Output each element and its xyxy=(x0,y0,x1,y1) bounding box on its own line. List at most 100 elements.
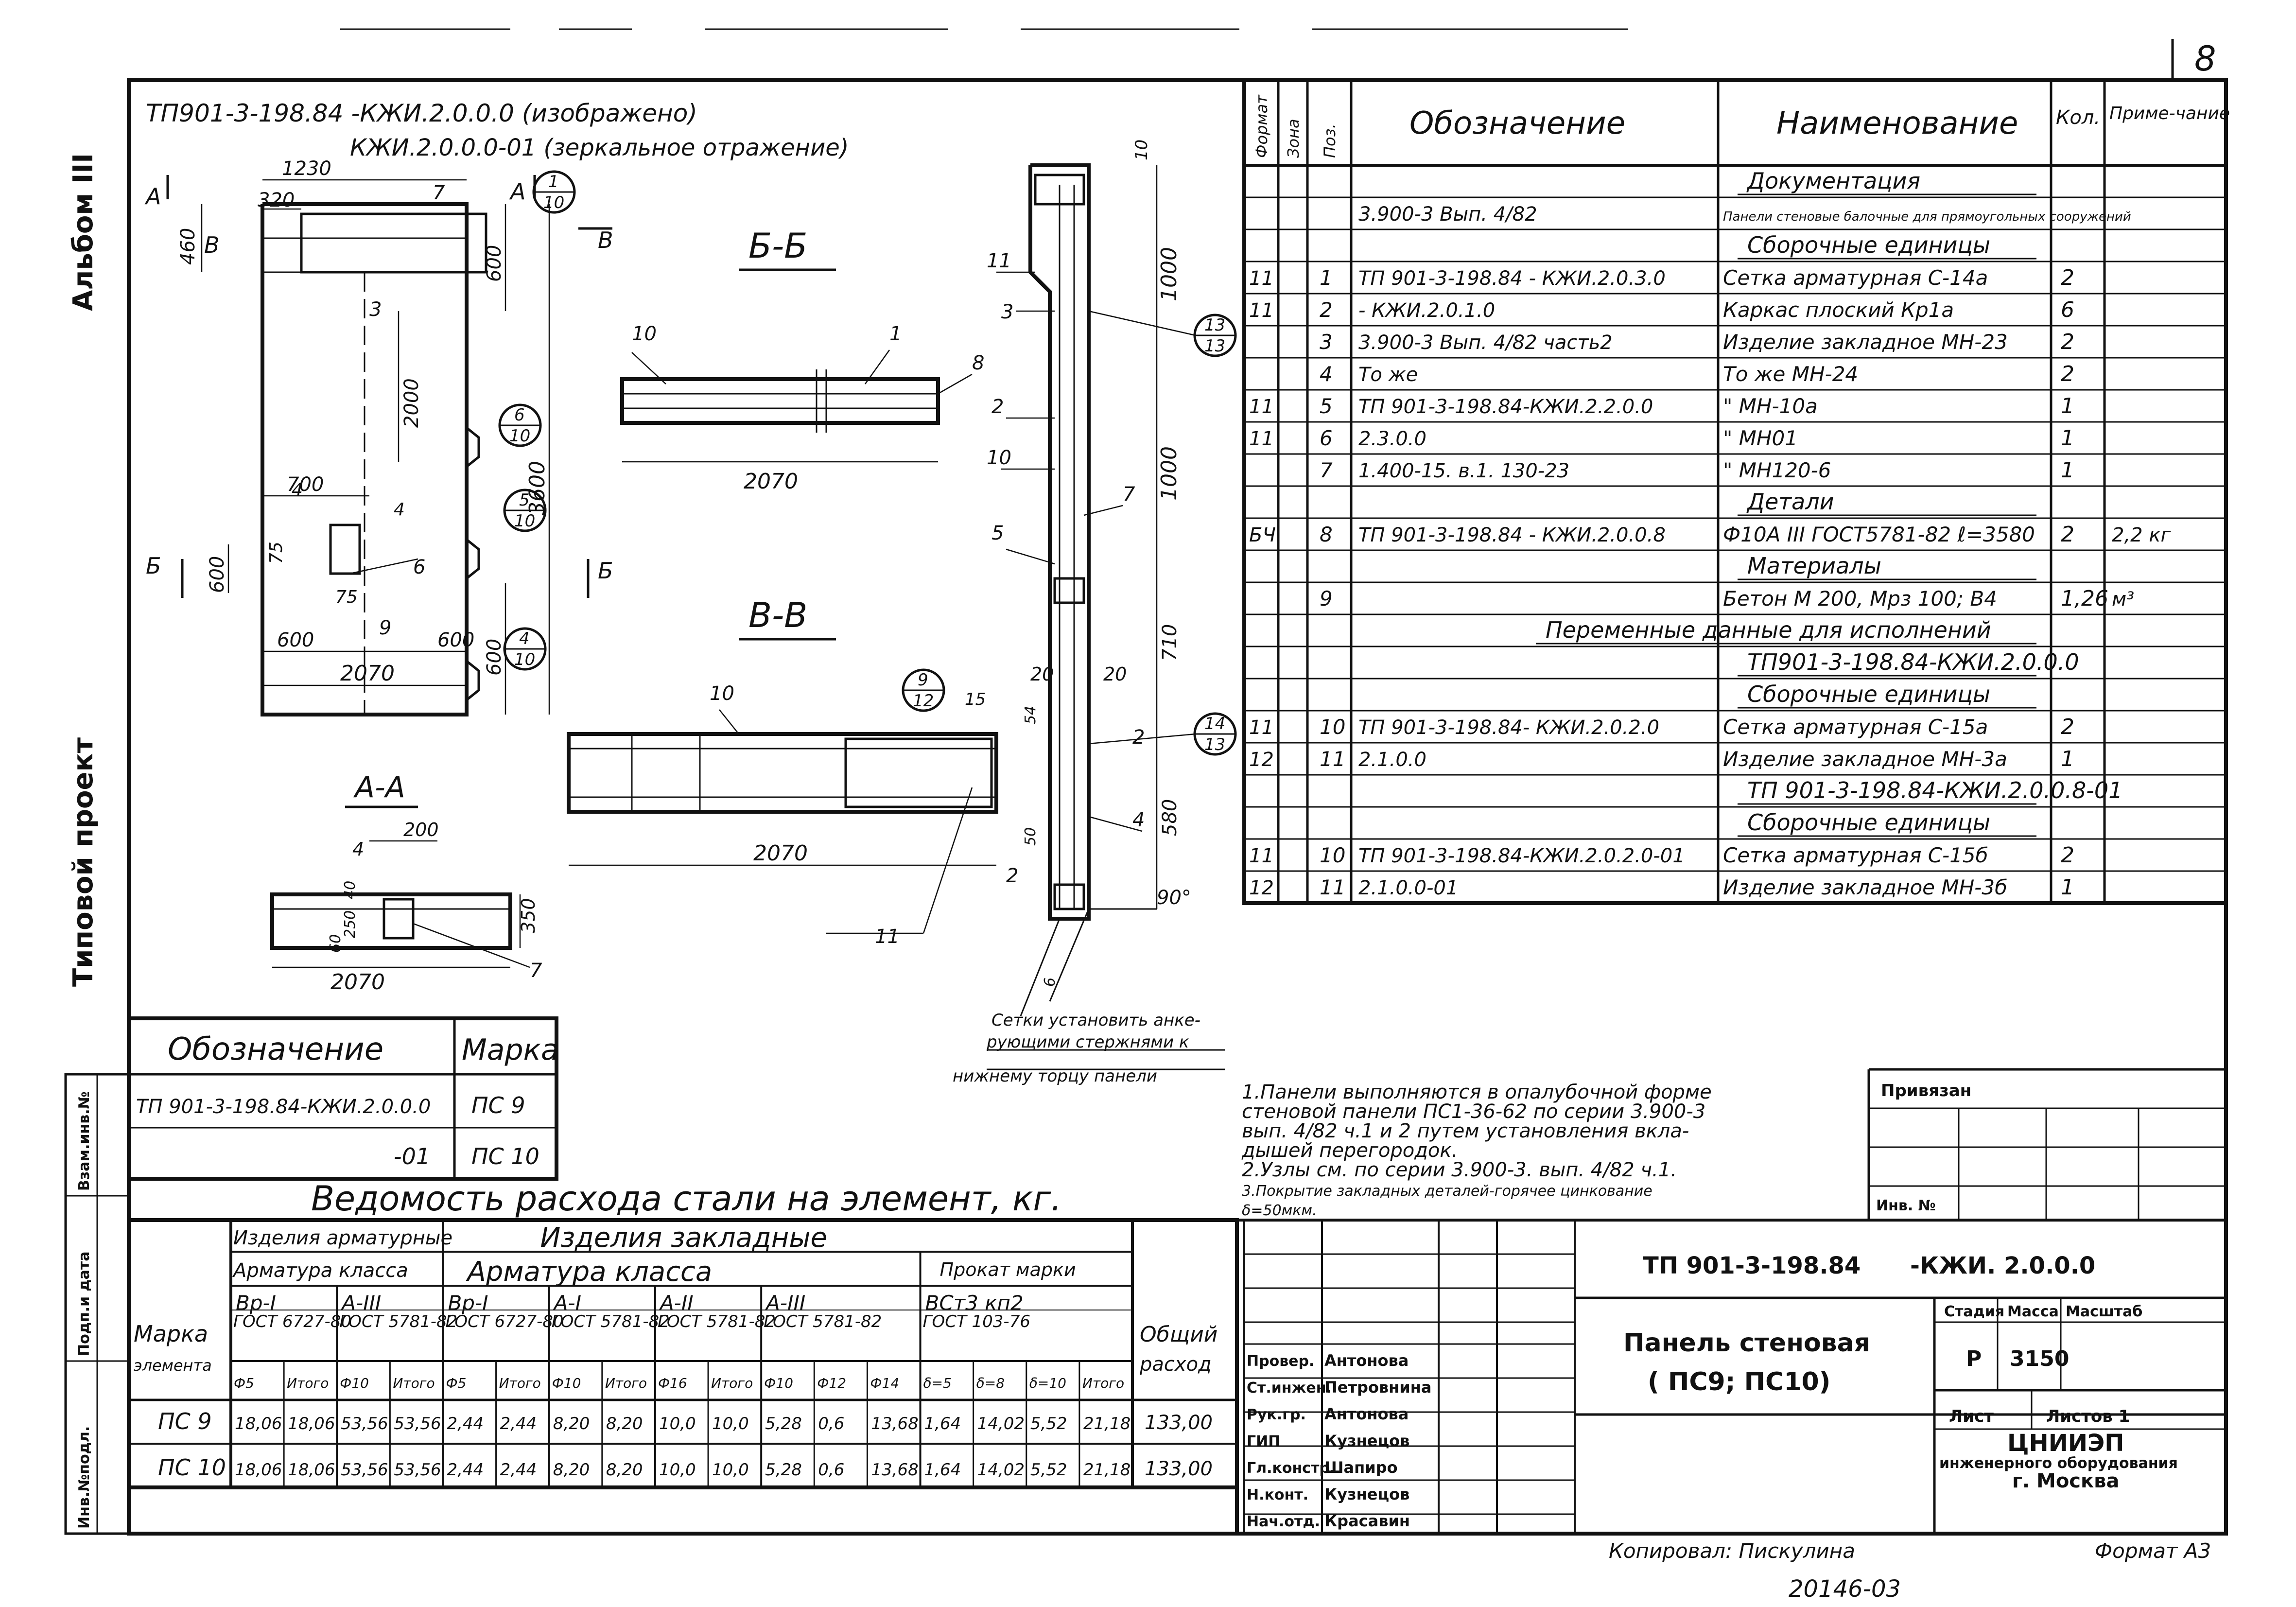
drawing-title-main: ТП901-3-198.84 -КЖИ.2.0.0.0 (изображено) xyxy=(146,99,697,127)
steel-sub-11: Ф12 xyxy=(817,1375,846,1391)
steel-row-1-v16: 21,18 xyxy=(1083,1460,1131,1480)
pos-2-v-c: 2 xyxy=(1006,865,1018,887)
spec-row-22-pos: 11 xyxy=(1320,875,1345,899)
steel-h-class-2: Вр-I xyxy=(448,1291,488,1315)
svg-text:10: 10 xyxy=(543,193,564,212)
spec-row-11-note: 2,2 кг xyxy=(2112,524,2171,546)
cut-b-left: Б xyxy=(146,553,161,579)
dim-10-top: 10 xyxy=(1132,140,1151,160)
note-line-1: стеновой панели ПС1-36-62 по серии 3.900… xyxy=(1242,1100,1705,1123)
callout-6-10: 6 10 xyxy=(498,403,542,447)
spec-row-20-name: Сборочные единицы xyxy=(1747,809,1990,836)
pos-2-v-b: 2 xyxy=(1132,726,1145,749)
dim-600-top: 600 xyxy=(483,245,505,282)
dim-75-a: 75 xyxy=(266,541,286,564)
tb-code-suffix: -КЖИ. 2.0.0.0 xyxy=(1910,1252,2095,1279)
pos-10-v: 10 xyxy=(987,447,1011,469)
anchor-note-1: Сетки установить анке- xyxy=(991,1011,1200,1030)
pos-4-elev-b: 4 xyxy=(394,500,405,520)
spec-row-8-fmt: 11 xyxy=(1249,428,1274,450)
steel-row-0-v4: 2,44 xyxy=(447,1414,484,1433)
mark-table-h-marka: Марка xyxy=(462,1033,559,1067)
steel-sub-5: Итого xyxy=(499,1375,541,1391)
tb-person-0: Антонова xyxy=(1324,1351,1409,1370)
tb-code: ТП 901-3-198.84 xyxy=(1643,1252,1861,1279)
spec-row-3-pos: 1 xyxy=(1320,266,1333,290)
mark-table-h-oboz: Обозначение xyxy=(168,1031,383,1067)
dim-2070-main: 2070 xyxy=(340,661,395,686)
dim-600-br: 600 xyxy=(437,629,474,651)
svg-text:12: 12 xyxy=(913,691,934,711)
steel-sub-2: Ф10 xyxy=(340,1375,369,1391)
spec-row-3-des: ТП 901-3-198.84 - КЖИ.2.0.3.0 xyxy=(1358,267,1666,290)
steel-row-1-v5: 2,44 xyxy=(500,1460,537,1480)
cut-a-right: А xyxy=(509,178,525,205)
pos-7-aa: 7 xyxy=(530,960,542,982)
spec-row-7-qty: 1 xyxy=(2061,394,2074,419)
panel-elevation: 1230 320 460 600 2000 3600 700 600 600 7… xyxy=(144,157,613,716)
tb-org-1: ЦНИИЭП xyxy=(2007,1430,2124,1457)
spec-row-22-des: 2.1.0.0-01 xyxy=(1358,877,1458,899)
spec-header-des: Обозначение xyxy=(1409,105,1625,141)
steel-h-izd-zakl: Изделия закладные xyxy=(540,1222,827,1254)
steel-row-1-total: 133,00 xyxy=(1145,1458,1213,1480)
steel-h-marka-2: элемента xyxy=(134,1356,212,1375)
spec-header-note: Приме-чание xyxy=(2109,104,2230,123)
steel-row-1-v6: 8,20 xyxy=(553,1460,590,1480)
mark-row-1-marka: ПС 9 xyxy=(471,1092,525,1118)
section-bb: Б-Б 2070 10 1 8 xyxy=(620,226,984,494)
dim-700: 700 xyxy=(287,473,324,496)
title-block: Привязан Инв. № ТП 901-3-198.84 -КЖИ. 2.… xyxy=(1237,1068,2226,1534)
dim-15: 15 xyxy=(965,690,986,709)
steel-sub-8: Ф16 xyxy=(658,1375,687,1391)
inv-podl-label: Инв.№подл. xyxy=(76,1426,93,1529)
spec-row-21-fmt: 11 xyxy=(1249,845,1274,867)
steel-h-gost-6: ГОСТ 103-76 xyxy=(923,1312,1030,1331)
mark-row-1-oboz: ТП 901-3-198.84-КЖИ.2.0.0.0 xyxy=(136,1096,431,1118)
section-vv: В-В 2070 10 11 9 12 15 xyxy=(567,595,998,948)
steel-sub-16: Итого xyxy=(1082,1375,1124,1391)
tb-org-2: инженерного оборудования xyxy=(1939,1455,2178,1472)
steel-sub-4: Ф5 xyxy=(446,1375,466,1391)
pos-9-elev: 9 xyxy=(379,617,391,639)
cut-b-right: Б xyxy=(598,558,613,584)
spec-header-name: Наименование xyxy=(1776,105,2018,141)
spec-row-17-fmt: 11 xyxy=(1249,716,1274,739)
pos-4-v: 4 xyxy=(1132,809,1145,831)
spec-header-1: Зона xyxy=(1284,119,1303,158)
spec-row-13-qty: 1,26 xyxy=(2061,586,2108,611)
section-aa-title: А-А xyxy=(353,770,405,804)
callout-9-12: 9 12 xyxy=(902,668,945,712)
spec-row-8-pos: 6 xyxy=(1320,426,1333,450)
steel-row-0-v1: 18,06 xyxy=(288,1414,335,1433)
spec-header-0: Формат xyxy=(1252,94,1271,158)
spec-row-21-qty: 2 xyxy=(2061,843,2074,868)
spec-row-5-pos: 3 xyxy=(1320,330,1333,354)
spec-row-4-qty: 6 xyxy=(2061,297,2074,322)
dim-54: 54 xyxy=(1022,706,1039,724)
steel-row-1-v0: 18,06 xyxy=(235,1460,282,1480)
steel-row-1-v3: 53,56 xyxy=(394,1460,441,1480)
steel-h-gost-2: ГОСТ 6727-80 xyxy=(445,1312,563,1331)
steel-row-1-v1: 18,06 xyxy=(288,1460,335,1480)
pos-10-vv: 10 xyxy=(710,682,734,705)
spec-row-8-name: " МН01 xyxy=(1723,426,1798,450)
dim-20-a: 20 xyxy=(1030,664,1054,685)
steel-row-1-v14: 14,02 xyxy=(977,1460,1025,1480)
spec-row-17-qty: 2 xyxy=(2061,715,2074,739)
dim-2070-aa: 2070 xyxy=(330,970,385,995)
pos-10-bb: 10 xyxy=(632,323,657,345)
steel-table-title: Ведомость расхода стали на элемент, кг. xyxy=(311,1179,1061,1219)
section-aa: А-А 2070 200 4 40 250 60 350 7 xyxy=(270,770,542,995)
spec-row-18-pos: 11 xyxy=(1320,747,1345,771)
steel-row-1-v10: 5,28 xyxy=(765,1460,802,1480)
steel-row-0-v13: 1,64 xyxy=(924,1414,961,1433)
callouts-elevation: 1 10 6 10 5 10 4 10 xyxy=(498,170,576,671)
steel-sub-0: Ф5 xyxy=(234,1375,254,1391)
svg-text:6: 6 xyxy=(514,405,525,425)
cut-v-right: В xyxy=(598,227,613,253)
tb-role-1: Ст.инжен. xyxy=(1247,1380,1332,1397)
